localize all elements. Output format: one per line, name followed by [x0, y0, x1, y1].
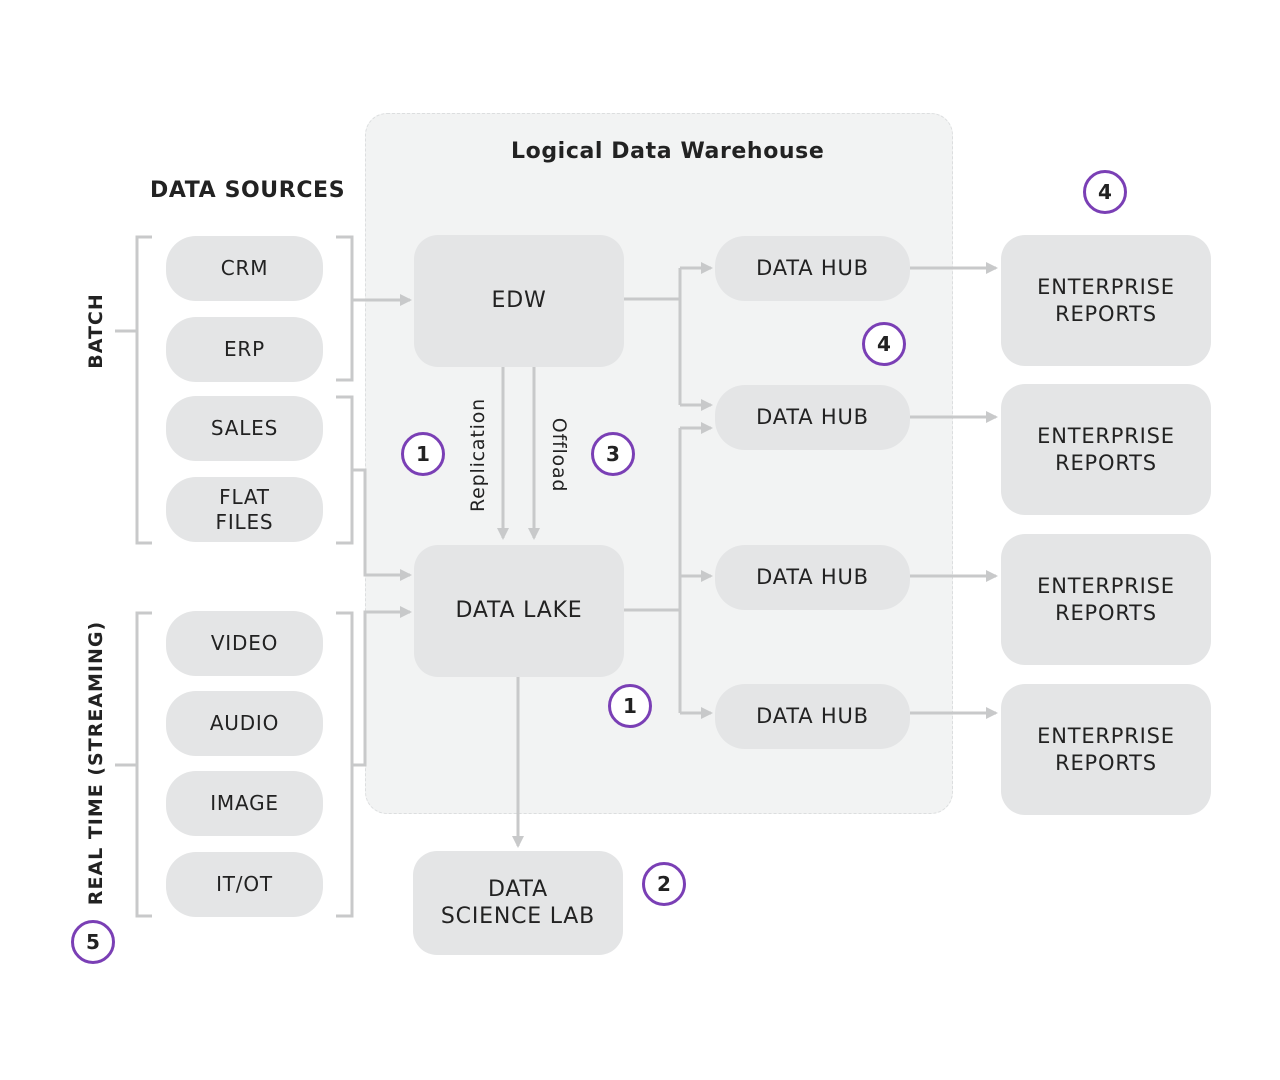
realtime-label: REAL TIME (STREAMING) [85, 620, 107, 906]
source-image: IMAGE [166, 771, 323, 836]
data-sources-title: DATA SOURCES [150, 178, 346, 203]
badge-offload: 3 [591, 432, 635, 476]
logical-data-warehouse-title: Logical Data Warehouse [511, 139, 825, 164]
enterprise-reports-4: ENTERPRISE REPORTS [1001, 684, 1211, 815]
source-erp: ERP [166, 317, 323, 382]
source-audio: AUDIO [166, 691, 323, 756]
sales-files-to-lake [352, 468, 412, 581]
data-hub-3: DATA HUB [715, 545, 910, 610]
replication-label: Replication [467, 398, 489, 512]
source-it-ot: IT/OT [166, 852, 323, 917]
enterprise-reports-3: ENTERPRISE REPORTS [1001, 534, 1211, 665]
sales-files-bracket [336, 395, 354, 545]
streaming-to-lake [352, 606, 412, 767]
data-hub-2: DATA HUB [715, 385, 910, 450]
badge-data-lake: 1 [608, 684, 652, 728]
badge-realtime: 5 [71, 920, 115, 964]
offload-label: Offload [548, 417, 570, 493]
enterprise-reports-2: ENTERPRISE REPORTS [1001, 384, 1211, 515]
batch-bracket [135, 235, 152, 545]
source-flat-files: FLAT FILES [166, 477, 323, 542]
enterprise-reports-1: ENTERPRISE REPORTS [1001, 235, 1211, 366]
badge-enterprise-reports: 4 [1083, 170, 1127, 214]
data-hub-1: DATA HUB [715, 236, 910, 301]
edw-box: EDW [414, 235, 624, 367]
data-hub-4: DATA HUB [715, 684, 910, 749]
batch-label: BATCH [85, 293, 107, 369]
source-crm: CRM [166, 236, 323, 301]
badge-data-hub: 4 [862, 322, 906, 366]
streaming-bracket [336, 611, 354, 918]
source-sales: SALES [166, 396, 323, 461]
realtime-bracket [135, 611, 152, 918]
crm-erp-bracket [336, 235, 354, 382]
data-science-lab-box: DATA SCIENCE LAB [413, 851, 623, 955]
data-lake-box: DATA LAKE [414, 545, 624, 677]
source-video: VIDEO [166, 611, 323, 676]
badge-replication: 1 [401, 432, 445, 476]
badge-science-lab: 2 [642, 862, 686, 906]
